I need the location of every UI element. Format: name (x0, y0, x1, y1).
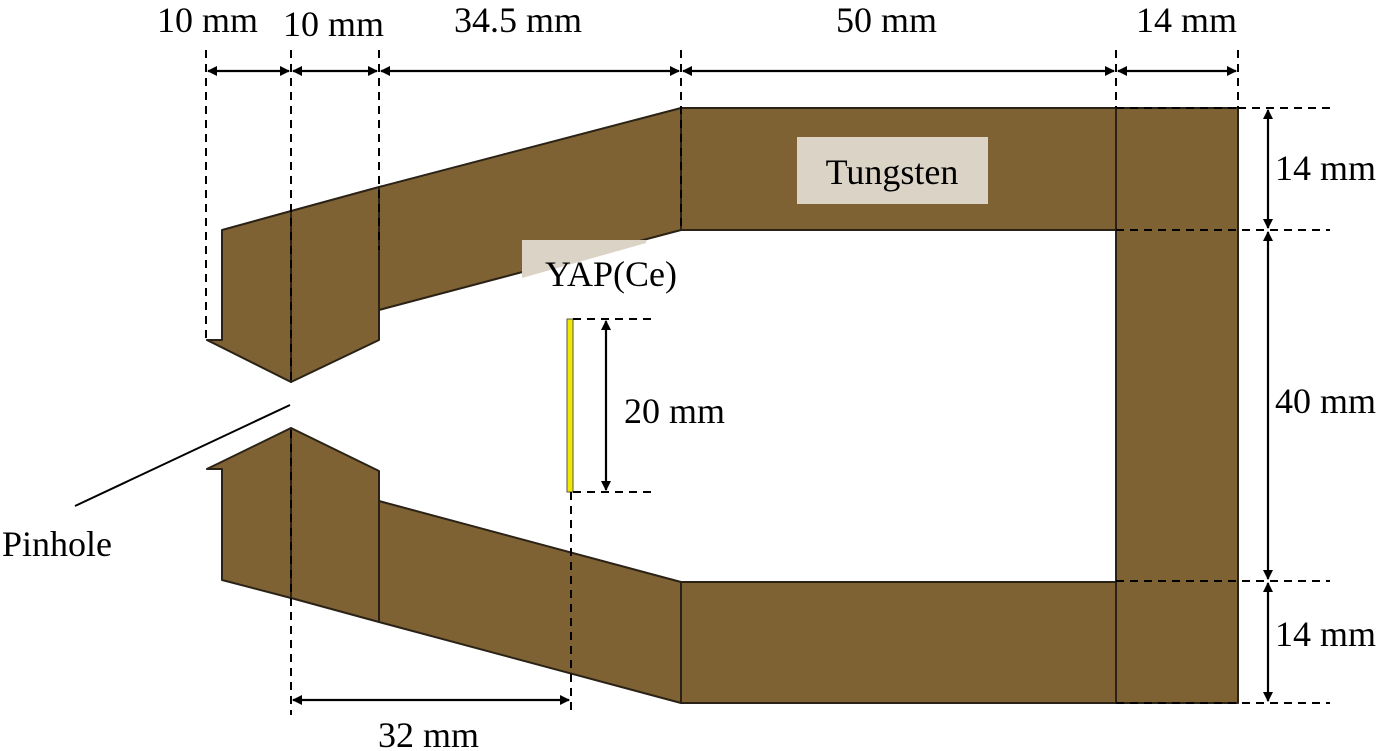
lower-collimator (206, 427, 1117, 704)
dimension-arrows (207, 66, 1273, 705)
dim-label-top-3: 34.5 mm (454, 0, 582, 40)
dim-label-top-4: 50 mm (836, 0, 937, 40)
dim-label-pinhole-distance: 32 mm (378, 715, 479, 751)
construction-lines (205, 50, 1330, 715)
yap-scintillator (566, 318, 574, 493)
dim-label-detector-height: 20 mm (624, 391, 725, 431)
tungsten-label: Tungsten (826, 152, 959, 192)
dim-label-right-3: 14 mm (1275, 614, 1376, 654)
back-wall (1115, 107, 1239, 704)
dim-label-top-5: 14 mm (1136, 0, 1237, 40)
upper-front-block-right (290, 186, 380, 383)
lower-front-block-left (206, 427, 292, 599)
tungsten-label-box (797, 137, 988, 204)
pinhole-label: Pinhole (2, 524, 112, 564)
yap-label-box (522, 240, 646, 278)
yap-label: YAP(Ce) (545, 254, 677, 294)
dim-label-right-1: 14 mm (1275, 148, 1376, 188)
lower-straight-section (680, 581, 1117, 704)
pinhole-leader-line (74, 404, 291, 507)
lower-front-block-right (290, 427, 380, 623)
upper-front-block-left (206, 210, 292, 383)
dim-label-top-1: 10 mm (157, 0, 258, 40)
dim-label-right-2: 40 mm (1275, 381, 1376, 421)
lower-tapered-section (378, 500, 682, 704)
dim-label-top-2: 10 mm (283, 4, 384, 44)
